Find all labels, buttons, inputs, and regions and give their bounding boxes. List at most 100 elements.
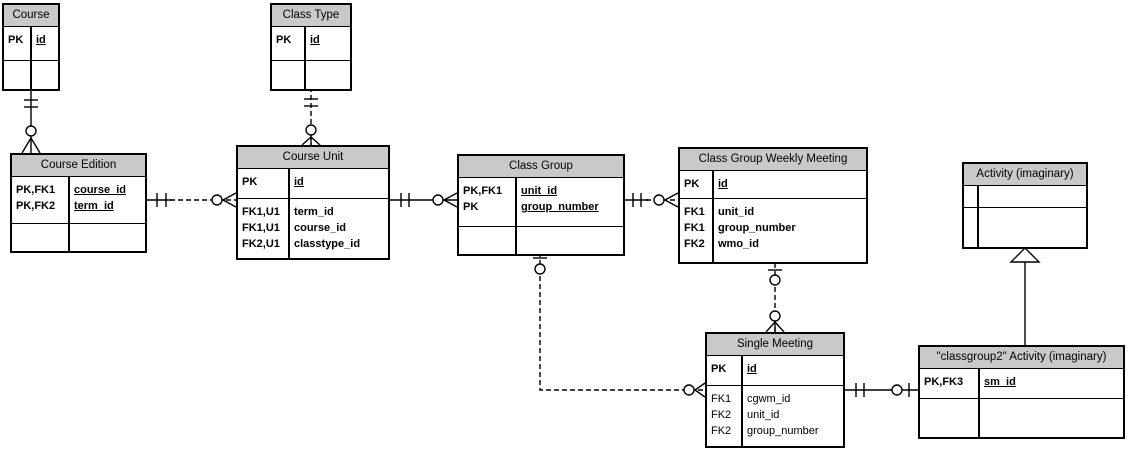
key-label: FK1,U1 [242,206,280,218]
key-label: FK1 [684,222,705,234]
columns-section [12,223,145,251]
table-row: FK2 wmo_id [680,236,866,252]
key-label: PK,FK1 [463,185,503,197]
column-name: sm_id [984,376,1016,388]
key-columns-section: PK id [238,169,388,198]
key-label: FK1,U1 [242,222,280,234]
table-row: FK1 unit_id [680,204,866,220]
table-row: PK,FK3 sm_id [920,374,1123,390]
relationship-course-unit-class-group [390,192,458,208]
table-activity-imaginary: Activity (imaginary) [962,162,1088,249]
key-label: FK2 [684,238,705,250]
table-row: FK2 unit_id [707,407,843,423]
table-title: Course Edition [12,155,145,177]
generalization-classgroup2-activity [1009,247,1041,345]
table-row: FK1 cgwm_id [707,391,843,407]
column-name: cgwm_id [747,393,791,405]
key-label: PK,FK1 [16,184,56,196]
table-title: Class Group [459,156,623,178]
table-row: FK1 group_number [680,220,866,236]
table-row: PK id [680,176,866,192]
column-name: group_number [521,201,599,213]
key-label: PK [463,201,479,213]
table-title: Course [4,5,58,27]
key-label: PK [276,34,292,46]
columns-section [964,207,1086,247]
key-label: PK [684,178,700,190]
key-label: PK [8,34,24,46]
column-name: unit_id [747,409,780,421]
columns-section [920,398,1123,437]
relationship-course-edition-course-unit [147,192,237,208]
key-label: PK,FK2 [16,200,56,212]
column-name: id [310,34,320,46]
key-label: PK [711,363,727,375]
key-label: FK2 [711,409,732,421]
key-label: FK2 [711,425,732,437]
key-label: FK2,U1 [242,238,280,250]
columns-section [4,60,58,89]
relationship-cgwm-single-meeting [765,263,785,333]
key-label: FK1 [711,393,732,405]
relationship-class-group-single-meeting [533,252,706,398]
key-label: FK1 [684,206,705,218]
column-name: id [294,176,304,188]
table-title: Class Type [272,5,350,27]
table-title: Activity (imaginary) [964,164,1086,186]
column-name: id [747,363,757,375]
table-title: "classgroup2" Activity (imaginary) [920,347,1123,369]
column-name: group_number [718,222,796,234]
relationship-class-group-cgwm [625,192,679,208]
table-row: FK1,U1 term_id [238,204,388,220]
column-name: course_id [294,222,346,234]
table-row: PK id [272,32,350,48]
table-row: PK id [238,174,388,190]
column-name: term_id [294,206,334,218]
columns-section [459,226,623,254]
key-columns-section: PK,FK3 sm_id [920,369,1123,398]
key-columns-section: PK id [4,27,58,60]
relationship-single-meeting-classgroup2-activity [845,383,918,397]
key-label: PK,FK3 [924,376,964,388]
column-name: id [718,178,728,190]
column-name: unit_id [718,206,755,218]
table-row: PK id [4,32,58,48]
column-name: unit_id [521,185,558,197]
key-columns-section: PK id [680,171,866,198]
column-name: term_id [74,200,114,212]
column-name: group_number [747,425,819,437]
table-row: PK group_number [459,199,623,215]
relationship-course-course-edition [21,87,41,154]
relationship-class-type-course-unit [301,87,321,146]
columns-section [272,60,350,89]
table-row: FK2 group_number [707,423,843,439]
table-title: Single Meeting [707,334,843,356]
table-title: Class Group Weekly Meeting [680,149,866,171]
table-row: FK1,U1 course_id [238,220,388,236]
key-columns-section: PK id [272,27,350,60]
table-row: FK2,U1 classtype_id [238,236,388,252]
column-name: id [36,34,46,46]
key-label: PK [242,176,258,188]
table-row: PK id [707,361,843,377]
column-name: course_id [74,184,126,196]
table-row: PK,FK1 course_id [12,182,145,198]
column-name: classtype_id [294,238,361,250]
table-classgroup2-activity-imaginary: "classgroup2" Activity (imaginary) PK,FK3… [918,345,1125,439]
key-columns-section [964,186,1086,207]
table-title: Course Unit [238,147,388,169]
column-name: wmo_id [718,238,759,250]
table-row: PK,FK2 term_id [12,198,145,214]
